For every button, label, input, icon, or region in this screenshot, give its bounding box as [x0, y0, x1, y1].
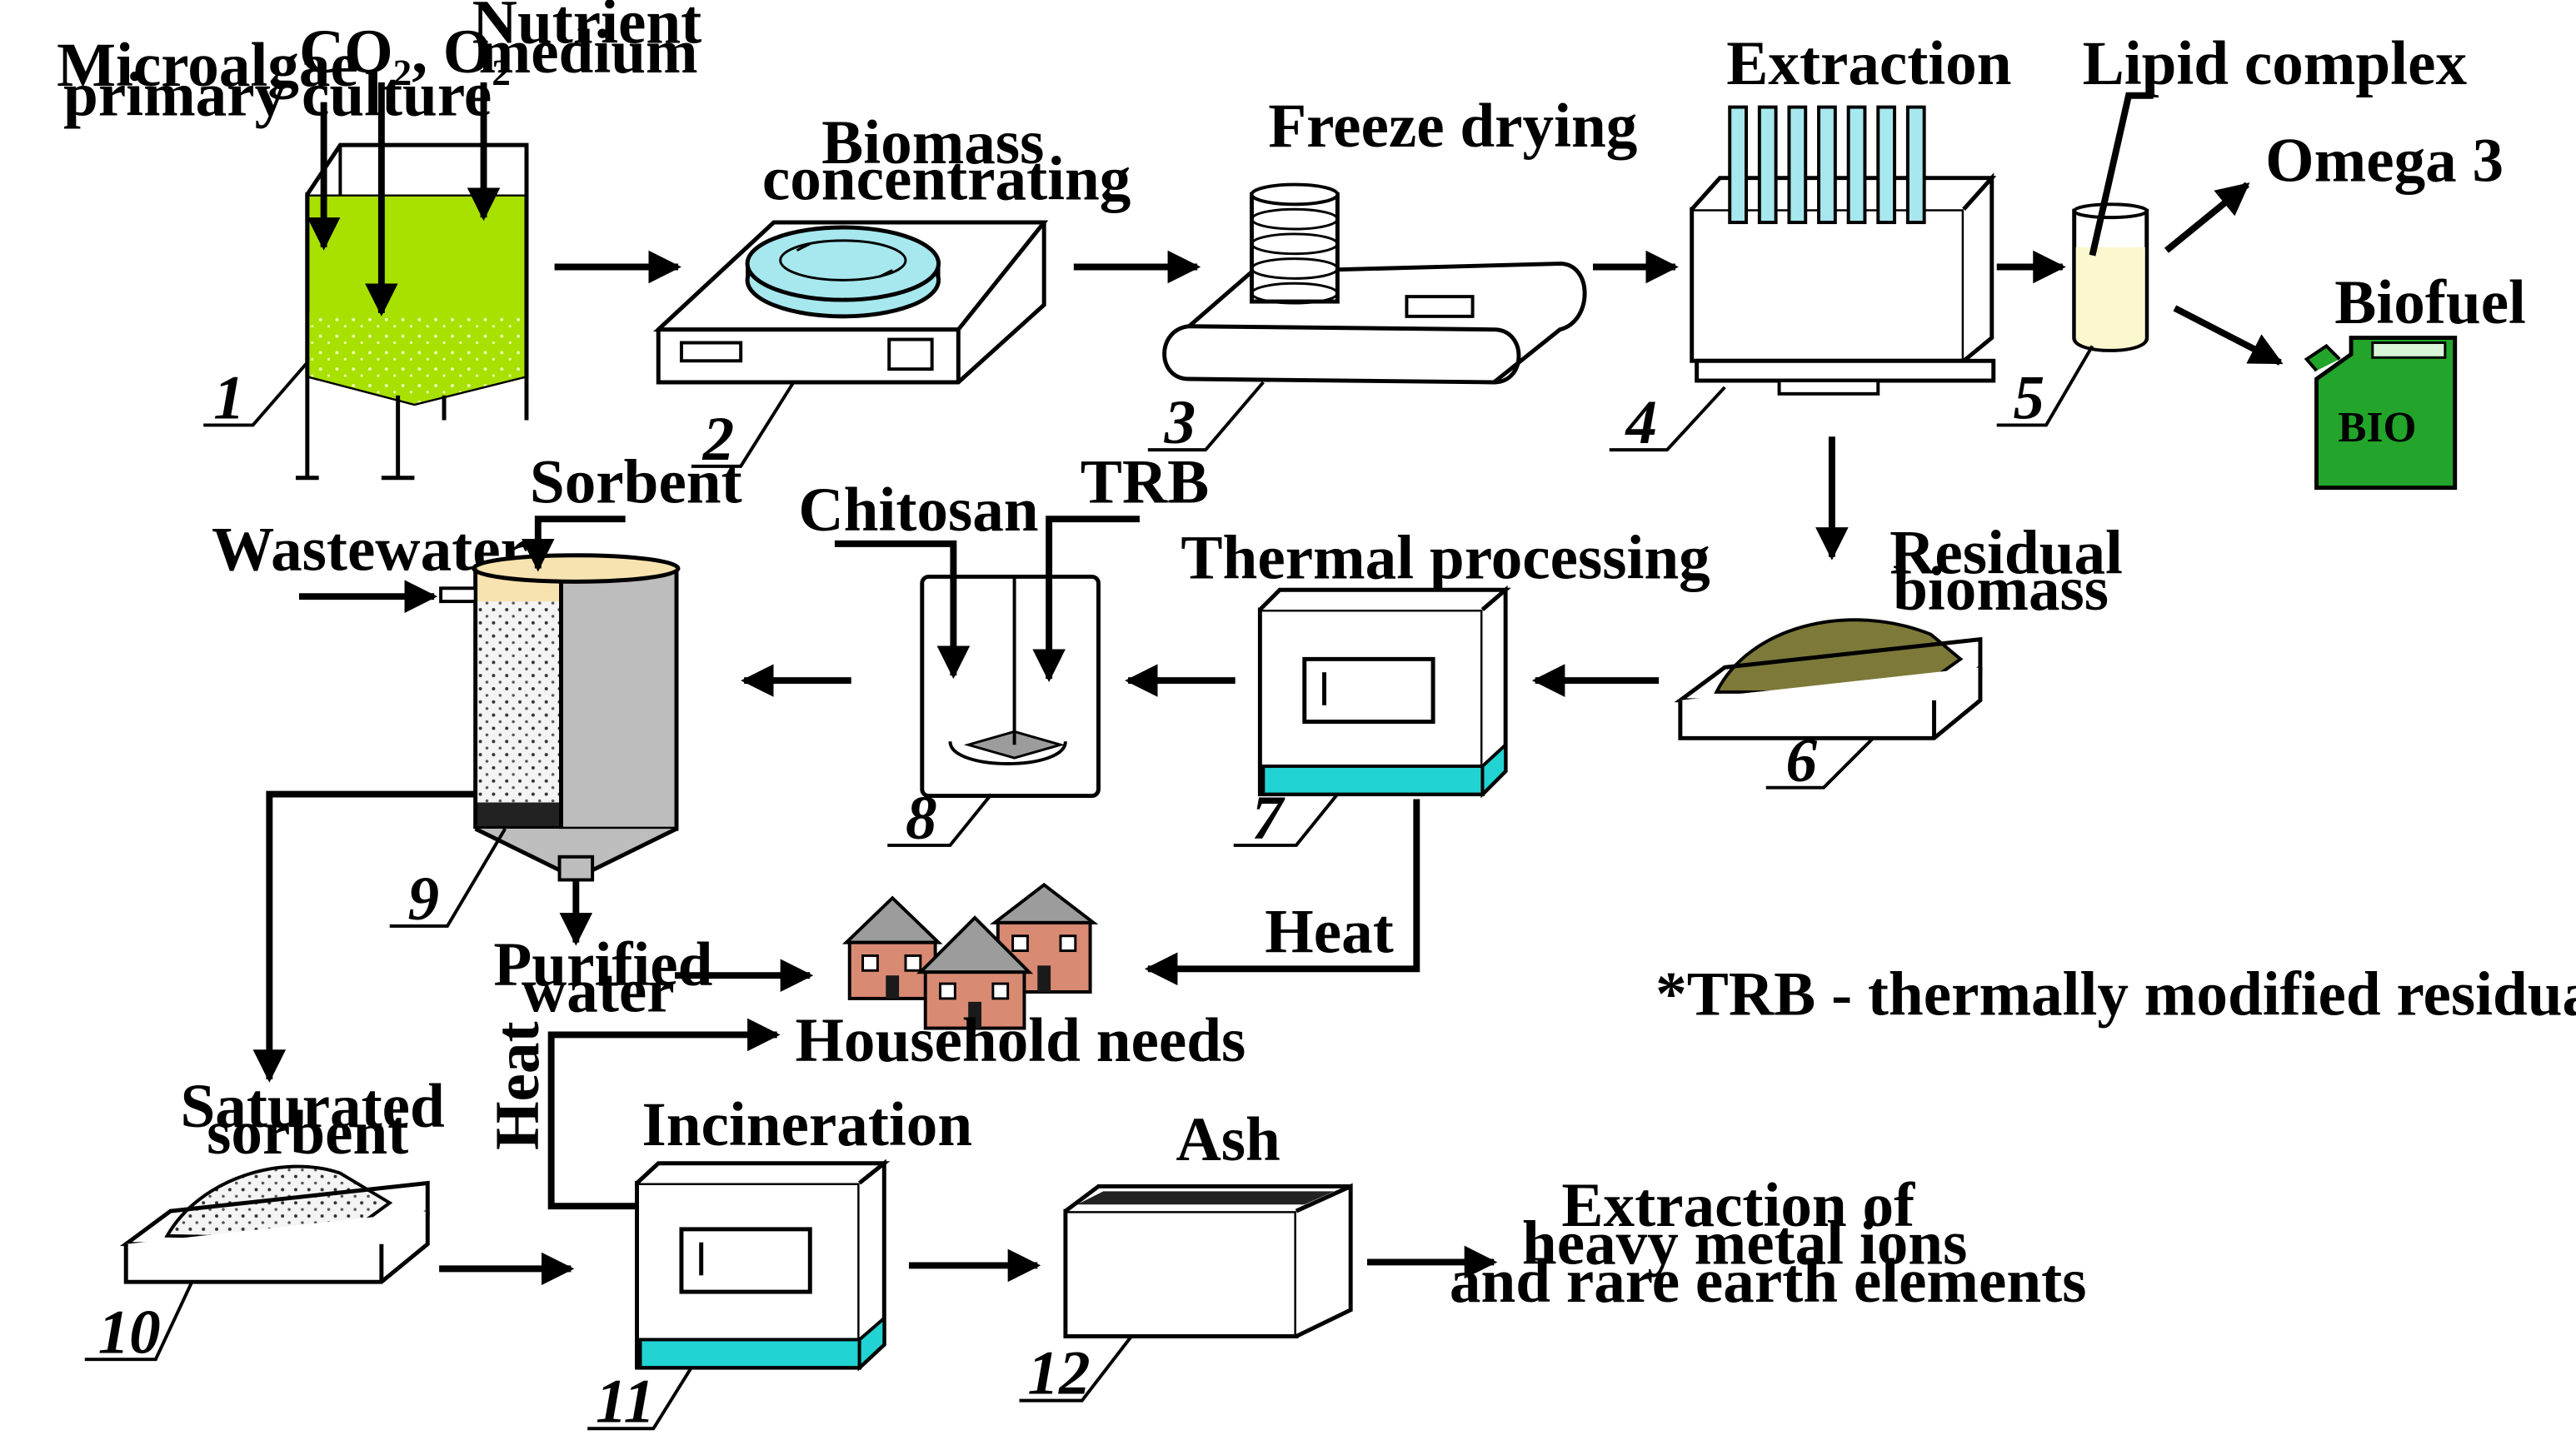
callout-lines [84, 345, 2094, 1431]
step-number-4: 4 [1625, 388, 1658, 457]
mixer-vessel-icon [920, 574, 1101, 799]
thermal-processing-label: Thermal processing [1181, 523, 1710, 592]
residual-label-line1: Residual [1890, 518, 2123, 587]
arrow-to-biofuel [2173, 305, 2284, 366]
saturated-label-line2: sorbent [207, 1099, 408, 1168]
thermal-oven-icon [1257, 585, 1511, 799]
biofuel-canister-icon [2304, 336, 2458, 491]
lipid-complex-label: Lipid complex [2083, 29, 2468, 98]
freeze-dryer-icon [1162, 182, 1587, 385]
co2-o2-label: CO₂, O₂ [299, 17, 511, 87]
microalgae-label-line2: primary culture [63, 60, 492, 129]
step-number-2: 2 [702, 405, 735, 474]
biomass-label-line1: Biomass [821, 108, 1044, 177]
heat-label-vertical: Heat [483, 1021, 552, 1149]
residual-tray-icon [1674, 618, 1983, 740]
purified-water-label-line2: water [522, 957, 675, 1026]
saturated-sorbent-tray-icon [119, 1164, 430, 1284]
step-number-10: 10 [98, 1298, 161, 1367]
extraction-final-line2: heavy metal ions [1522, 1208, 1967, 1278]
saturated-label-line1: Saturated [181, 1072, 445, 1141]
chitosan-label: Chitosan [798, 476, 1038, 545]
lipid-tube-icon [2072, 202, 2149, 352]
ash-box-icon [1063, 1183, 1353, 1338]
heat-label-right: Heat [1265, 898, 1393, 967]
step-number-7: 7 [1251, 784, 1286, 853]
omega3-label: Omega 3 [2265, 127, 2504, 196]
heat-arrow-11-to-houses [547, 1018, 781, 1210]
trb-footnote: *TRB - thermally modified residual bioma… [1655, 960, 2576, 1029]
incineration-label: Incineration [642, 1090, 972, 1159]
nutrient-label-line2: medium [479, 17, 698, 87]
nutrient-label-line1: Nutrient [472, 0, 702, 57]
trb-label: TRB [1081, 447, 1210, 516]
step-number-6: 6 [1785, 726, 1817, 795]
step-number-8: 8 [906, 784, 937, 853]
freeze-drying-label: Freeze drying [1268, 92, 1637, 161]
heat-arrow-7-to-houses [1144, 799, 1420, 986]
centrifuge-icon [652, 220, 1049, 385]
ash-label: Ash [1176, 1105, 1280, 1174]
culture-tank-icon [295, 142, 529, 481]
step-number-5: 5 [2013, 364, 2044, 433]
step-number-9: 9 [408, 865, 440, 934]
arrow-9-to-10 [252, 790, 476, 1083]
chitosan-arrow [834, 540, 971, 680]
extraction-label: Extraction [1726, 29, 2011, 98]
microalgae-label-line1: Microalgae [57, 31, 358, 100]
extraction-final-line1: Extraction of [1561, 1171, 1915, 1240]
sorbent-label: Sorbent [530, 447, 742, 516]
biomass-label-line2: concentrating [762, 144, 1131, 213]
biofuel-label: Biofuel [2334, 268, 2526, 337]
lipid-pointer-line [2089, 92, 2154, 257]
extraction-apparatus-icon [1690, 105, 1997, 396]
step-number-11: 11 [596, 1367, 655, 1436]
incinerator-icon [635, 1159, 891, 1372]
trb-arrow [1032, 516, 1140, 683]
household-needs-label: Household needs [795, 1006, 1246, 1075]
sorption-column-icon [439, 553, 681, 882]
step-number-3: 3 [1164, 388, 1196, 457]
houses-icon [841, 882, 1099, 1030]
purified-water-label-line1: Purified [493, 930, 712, 999]
arrow-to-omega3 [2164, 182, 2250, 253]
sorbent-arrow [522, 516, 626, 572]
residual-label-line2: biomass [1893, 555, 2109, 624]
step-number-12: 12 [1027, 1339, 1090, 1408]
bio-logo-text: BIO [2338, 404, 2416, 451]
extraction-final-line3: and rare earth elements [1450, 1247, 2087, 1316]
step-number-1: 1 [213, 364, 245, 433]
